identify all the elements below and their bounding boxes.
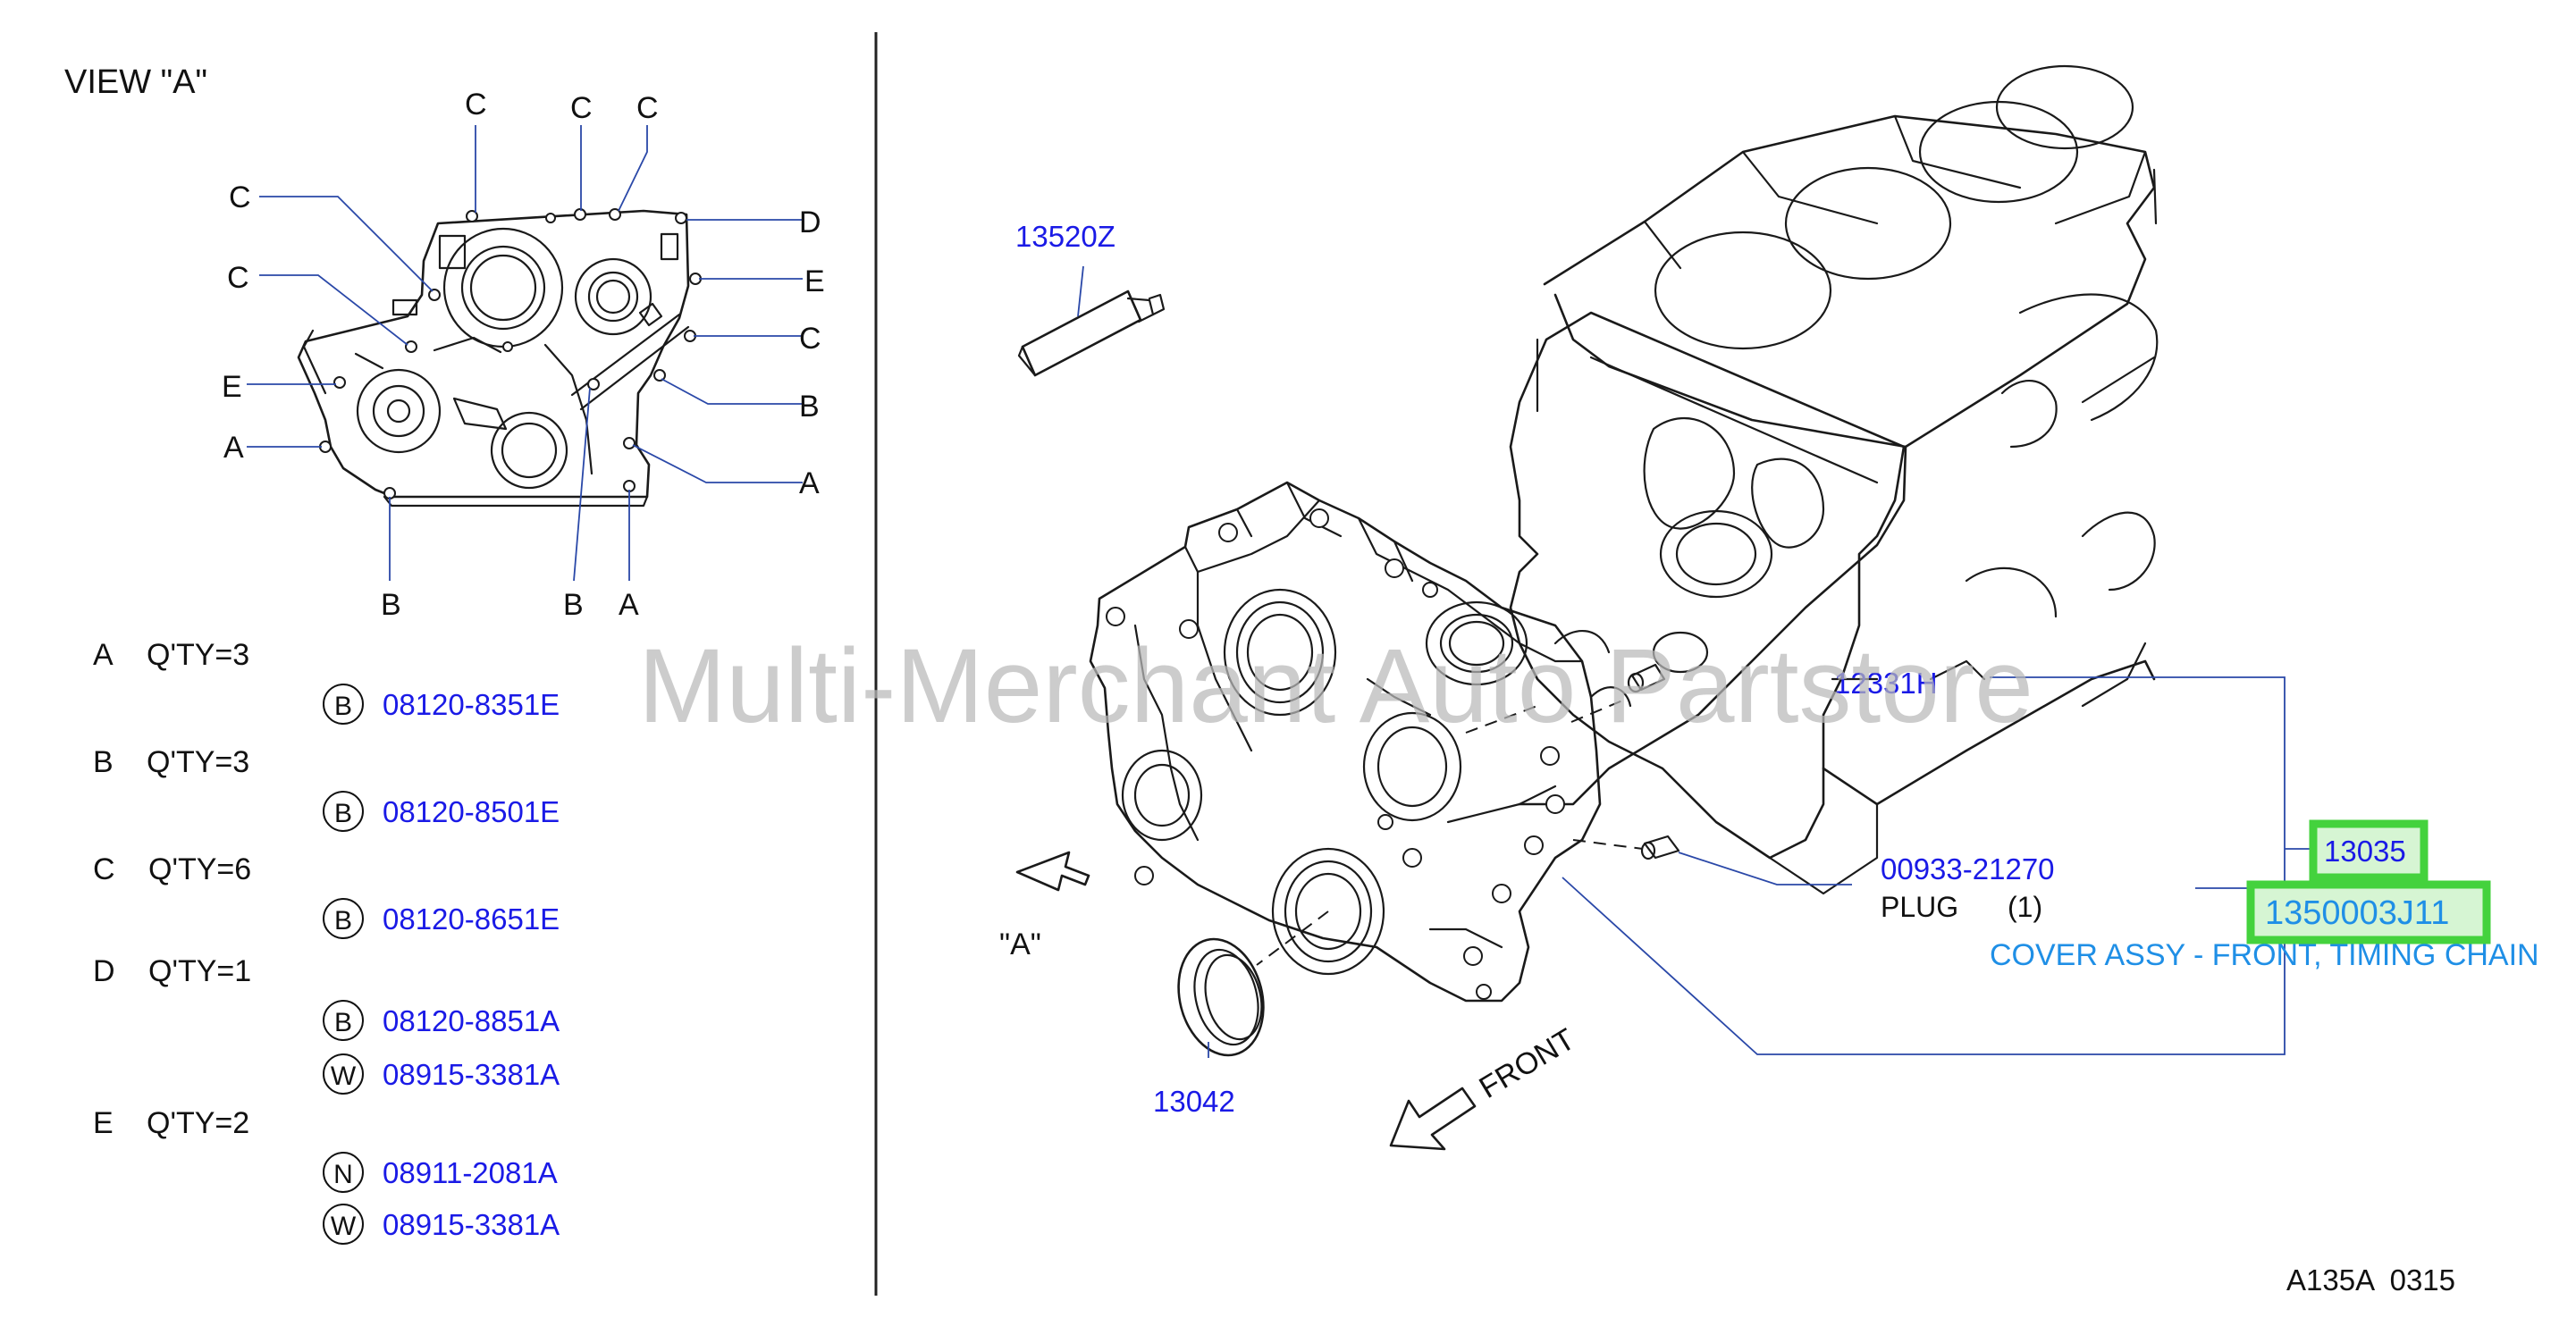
part-number-link[interactable]: 08120-8651E — [383, 902, 560, 936]
label-c: C — [465, 88, 487, 122]
timing-cover-drawing — [1089, 481, 1602, 1003]
bolt-letter: D — [93, 954, 115, 988]
dowel-pin-drawing — [1627, 663, 1666, 693]
label-d: D — [799, 206, 821, 239]
bolt-group-d: D Q'TY=1 B 08120-8851A W 08915-3381A — [93, 954, 560, 1095]
label-c: C — [570, 91, 593, 125]
highlight-part — [2254, 888, 2483, 936]
bolt-letter: E — [93, 1106, 114, 1140]
highlight-group — [2317, 827, 2420, 874]
bolt-badge-circle — [323, 684, 364, 725]
label-b: B — [381, 588, 401, 622]
engine-block-drawing — [1509, 64, 2159, 895]
part-number-link[interactable]: 08120-8501E — [383, 795, 560, 828]
view-a-marker: "A" — [999, 927, 1041, 961]
bolt-letter: B — [93, 745, 114, 779]
watermark: Multi-Merchant Auto Partstore — [638, 627, 2033, 745]
bolt-group-c: C Q'TY=6 B 08120-8651E — [93, 852, 560, 939]
bolt-badge: W — [331, 1062, 357, 1091]
bolt-badge: B — [334, 799, 352, 828]
part-number-link[interactable]: 12331H — [1834, 667, 1938, 700]
bolt-badge-circle — [323, 791, 364, 832]
label-a: A — [799, 466, 820, 500]
bolt-letter: C — [93, 852, 115, 886]
plug-drawing — [1640, 835, 1680, 860]
label-b: B — [563, 588, 584, 622]
bolt-qty: Q'TY=3 — [147, 638, 249, 672]
plug-label: PLUG — [1881, 891, 1958, 923]
assembly-line — [1572, 839, 1644, 850]
bolt-badge: W — [331, 1212, 357, 1241]
bolt-letter: A — [93, 638, 114, 672]
bolt-badge: B — [334, 906, 352, 936]
bolt-group-a: A Q'TY=3 B 08120-8351E — [93, 638, 560, 725]
label-c: C — [636, 91, 659, 125]
label-c: C — [799, 322, 821, 356]
bolt-badge: B — [334, 692, 352, 721]
sealant-tube-drawing — [1017, 290, 1166, 377]
part-number-link[interactable]: 13035 — [2324, 835, 2406, 868]
part-number-link[interactable]: 08915-3381A — [383, 1058, 560, 1091]
part-number-link[interactable]: 08911-2081A — [383, 1156, 558, 1189]
bolt-qty: Q'TY=3 — [147, 745, 249, 779]
label-e: E — [222, 370, 242, 404]
bolt-qty: Q'TY=1 — [148, 954, 251, 988]
assembly-line — [1256, 911, 1329, 966]
part-number-link[interactable]: 00933-21270 — [1881, 852, 2055, 885]
part-number-link[interactable]: 1350003J11 — [2265, 894, 2449, 932]
diagram-code: A135A 0315 — [2286, 1263, 2455, 1297]
bolt-group-e: E Q'TY=2 N 08911-2081A W 08915-3381A — [93, 1106, 560, 1245]
label-a: A — [619, 588, 639, 622]
bolt-badge: B — [334, 1008, 352, 1037]
part-number-link[interactable]: 08120-8851A — [383, 1004, 560, 1037]
view-a-arrow — [1015, 851, 1090, 892]
label-b: B — [799, 390, 820, 424]
bolt-qty: Q'TY=2 — [147, 1106, 249, 1140]
bolt-group-b: B Q'TY=3 B 08120-8501E — [93, 745, 560, 832]
part-number-link[interactable]: 13042 — [1153, 1085, 1235, 1118]
view-a-title: VIEW "A" — [64, 63, 207, 101]
bolt-badge-circle — [323, 1204, 364, 1245]
label-a: A — [223, 431, 244, 465]
label-e: E — [804, 264, 825, 298]
bolt-badge-circle — [323, 1053, 364, 1095]
oil-seal-drawing — [1177, 937, 1265, 1057]
bolt-qty: Q'TY=6 — [148, 852, 251, 886]
part-description: COVER ASSY - FRONT, TIMING CHAIN — [1990, 938, 2539, 972]
view-a-cover-drawing — [297, 208, 702, 508]
highlight-part-frame — [2246, 880, 2491, 944]
part-number-link[interactable]: 13520Z — [1015, 220, 1115, 253]
highlight-group-frame — [2309, 819, 2429, 882]
label-c: C — [227, 261, 249, 295]
label-c: C — [229, 180, 251, 214]
plug-qty: (1) — [2008, 891, 2042, 923]
bolt-badge-circle — [323, 1152, 364, 1193]
bolt-badge-circle — [323, 1000, 364, 1041]
bolt-badge-circle — [323, 898, 364, 939]
view-a-leaders — [247, 125, 803, 582]
bolt-list: A Q'TY=3 B 08120-8351E B Q'TY=3 B 08120-… — [93, 638, 560, 1245]
front-arrow-icon — [1389, 1087, 1477, 1151]
part-number-link[interactable]: 08915-3381A — [383, 1208, 560, 1241]
assembly-line — [1570, 698, 1628, 723]
part-number-link[interactable]: 08120-8351E — [383, 688, 560, 721]
front-label: FRONT — [1474, 1022, 1581, 1105]
assembly-line — [1465, 705, 1538, 734]
bolt-badge: N — [333, 1160, 353, 1189]
